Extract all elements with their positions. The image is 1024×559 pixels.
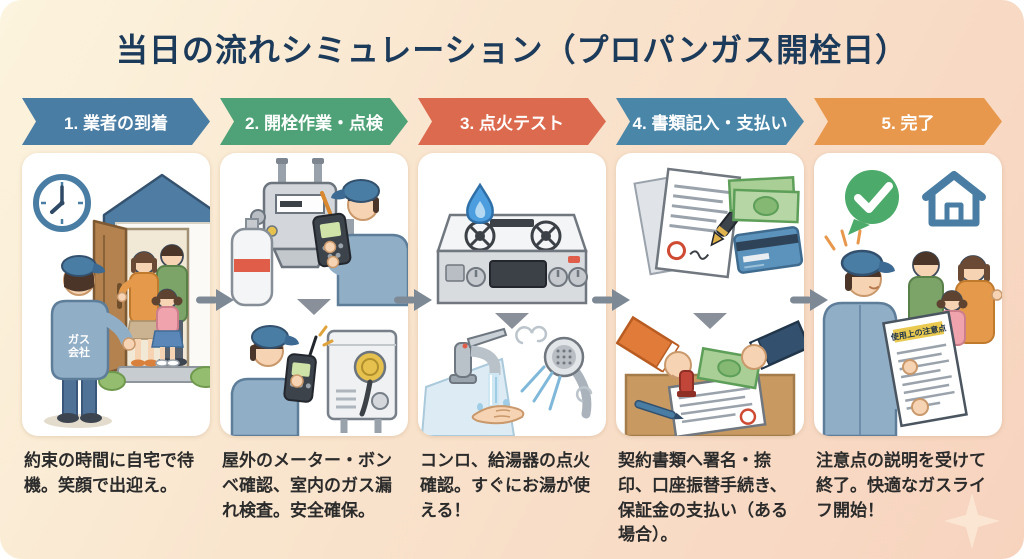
banknotes	[727, 176, 800, 224]
step-banner-1: 1. 業者の到着	[22, 98, 210, 145]
down-arrow-icon	[495, 313, 529, 329]
illustration-meter-check	[230, 158, 408, 436]
propane-cylinder	[230, 218, 274, 307]
step-banner-3: 3. 点火テスト	[418, 98, 606, 145]
illustration-ignition-test	[420, 182, 593, 436]
jacket-label-line2: 会社	[68, 345, 90, 359]
process-flow: 1. 業者の到着	[22, 98, 1002, 548]
technician-outdoor	[312, 179, 408, 307]
step-column-1: 1. 業者の到着	[22, 98, 210, 548]
gas-detector	[312, 212, 352, 268]
sparkle-lines	[824, 229, 862, 251]
illustration-paperwork-payment	[616, 167, 804, 436]
jacket-label-line1: ガス	[68, 332, 90, 346]
right-arrow-icon	[196, 289, 234, 311]
page-title: 当日の流れシミュレーション（プロパンガス開栓日）	[115, 32, 909, 68]
check-icon	[845, 170, 899, 235]
step-column-2: 2. 開栓作業・点検	[220, 98, 408, 548]
step-banner-4: 4. 書類記入・支払い	[616, 98, 804, 145]
pen-icon	[634, 399, 684, 420]
credit-card	[733, 226, 804, 274]
step-banner-2: 2. 開栓作業・点検	[220, 98, 408, 145]
step-column-4: 4. 書類記入・支払い	[616, 98, 804, 548]
gas-worker-figure: ガス 会社	[44, 255, 136, 428]
shower-head	[520, 336, 592, 419]
steam-puffs	[515, 325, 593, 403]
right-arrow-icon	[394, 289, 432, 311]
step-description-4: 契約書類へ署名・捺印、口座振替手続き、保証金の支払い（ある場合）。	[618, 451, 788, 545]
family-figures	[116, 244, 188, 367]
step-card-5: 使用上の注意点	[814, 153, 1002, 436]
gas-flame-icon	[466, 182, 494, 224]
illustration-completion: 使用上の注意点	[822, 170, 1002, 436]
sink-and-faucet	[420, 327, 525, 436]
gas-detector	[283, 353, 317, 403]
clock-icon	[33, 174, 91, 232]
step-description-2: 屋外のメーター・ボンベ確認、室内のガス漏れ検査。安全確保。	[222, 451, 392, 520]
stamp-hand	[616, 315, 696, 397]
step-column-3: 3. 点火テスト	[418, 98, 606, 548]
step-card-3	[418, 153, 606, 436]
house-icon	[922, 171, 986, 227]
technician-indoor	[230, 325, 334, 436]
step-column-5: 5. 完了	[814, 98, 1002, 548]
right-arrow-icon	[592, 289, 630, 311]
step-description-1: 約束の時間に自宅で待機。笑顔で出迎え。	[24, 451, 194, 495]
illustration-arrival: ガス 会社	[33, 173, 210, 428]
step-description-5: 注意点の説明を受けて終了。快適なガスライフ開始！	[816, 451, 986, 520]
water-heater	[326, 329, 398, 433]
step-card-2	[220, 153, 408, 436]
step-card-1: ガス 会社	[22, 153, 210, 436]
step-card-4	[616, 153, 804, 436]
right-arrow-icon	[790, 289, 828, 311]
step-description-3: コンロ、給湯器の点火確認。すぐにお湯が使える！	[420, 451, 590, 520]
payment-hand	[696, 319, 804, 390]
notice-document: 使用上の注意点	[882, 310, 968, 428]
down-arrow-icon	[297, 299, 331, 315]
gas-stove	[436, 213, 588, 305]
signing-scene	[616, 315, 804, 436]
step-banner-5: 5. 完了	[814, 98, 1002, 145]
down-arrow-icon	[693, 313, 727, 329]
